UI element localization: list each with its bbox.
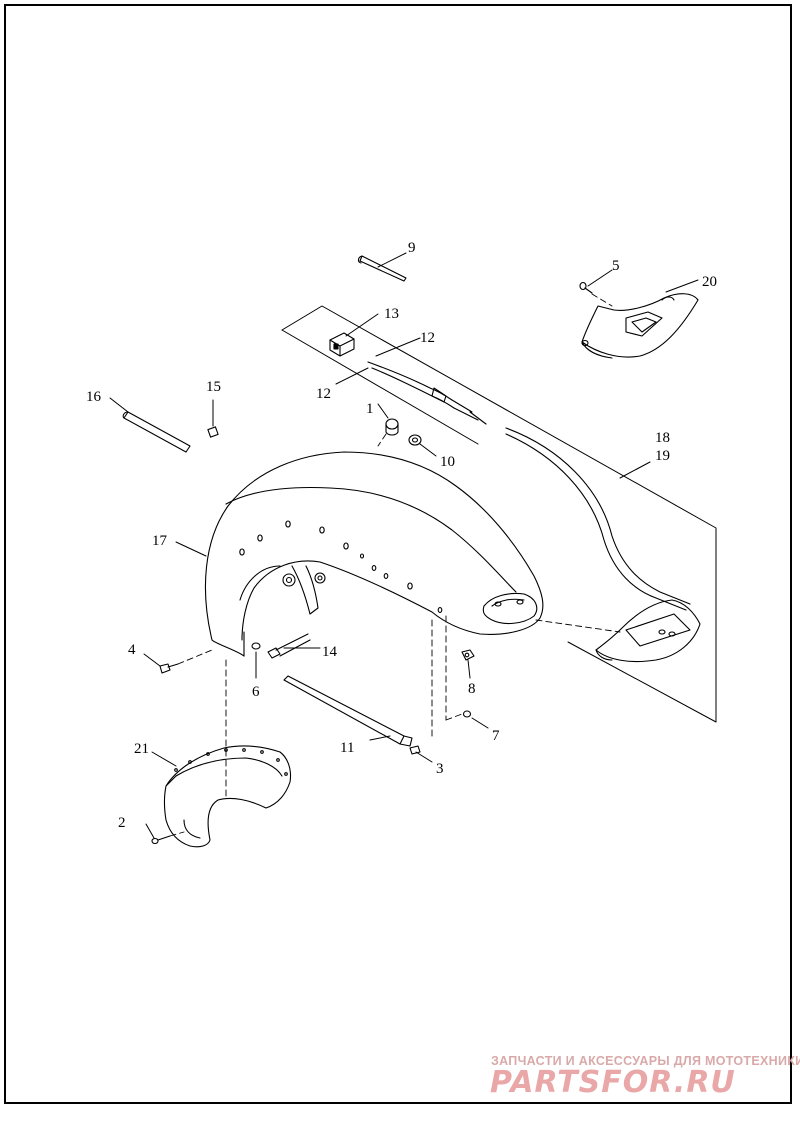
- callout-12-lower: 12: [316, 386, 331, 402]
- callout-11: 11: [340, 740, 354, 756]
- part-19-light-assembly: [595, 599, 701, 663]
- diagram-frame: [4, 4, 792, 1104]
- part-1-plug: [385, 418, 399, 436]
- watermark-logo: PARTSFOR.RU: [490, 1065, 736, 1100]
- callout-10: 10: [440, 454, 455, 470]
- kit-outline-18-19: [281, 305, 717, 723]
- part-16-trim-strip: [122, 411, 191, 453]
- assembly-guide-lines: [169, 293, 621, 837]
- callout-17: 17: [152, 533, 168, 549]
- callout-14: 14: [322, 644, 338, 660]
- part-7-nut: [462, 710, 472, 718]
- part-12-wire-harness: [367, 361, 487, 425]
- callout-12-upper: 12: [420, 330, 435, 346]
- part-18-19-wiring-channel: [505, 427, 691, 611]
- callout-15: 15: [206, 379, 221, 395]
- watermark-tagline: ЗАПЧАСТИ И АКСЕССУАРЫ ДЛЯ МОТОТЕХНИКИ: [491, 1054, 800, 1068]
- part-21-fender-support: [163, 745, 292, 848]
- part-15-clip: [207, 426, 219, 438]
- callout-3: 3: [436, 761, 444, 777]
- part-5-screw: [579, 281, 593, 294]
- callout-21: 21: [134, 741, 149, 757]
- part-11-trim-rail: [283, 675, 413, 747]
- callout-18: 18: [655, 430, 670, 446]
- callout-2: 2: [118, 815, 126, 831]
- part-13-connector: [329, 332, 355, 357]
- callout-19: 19: [655, 448, 670, 464]
- callout-4: 4: [128, 642, 136, 658]
- callout-5: 5: [612, 258, 620, 274]
- part-10-grommet: [408, 434, 422, 446]
- callout-20: 20: [702, 274, 717, 290]
- callout-8: 8: [468, 681, 476, 697]
- callout-13: 13: [384, 306, 399, 322]
- callout-16: 16: [86, 389, 102, 405]
- callout-7: 7: [492, 728, 500, 744]
- callout-labels: 1 2 3 4 5 6 7 8 9 10 11 12 12 13 14 15 1…: [86, 240, 717, 831]
- part-8-nut: [461, 649, 475, 661]
- part-14-bolt: [267, 633, 311, 659]
- part-4-screw: [159, 663, 179, 674]
- callout-1: 1: [366, 401, 374, 417]
- part-2-screw: [151, 835, 171, 845]
- callout-9: 9: [408, 240, 416, 256]
- leader-lines: [109, 252, 699, 839]
- part-9-clip: [357, 255, 407, 282]
- part-3-screw: [409, 745, 421, 755]
- part-6-washer: [251, 642, 261, 650]
- part-20-light-housing: [581, 293, 699, 359]
- callout-6: 6: [252, 684, 260, 700]
- part-17-rear-fender: [204, 451, 544, 657]
